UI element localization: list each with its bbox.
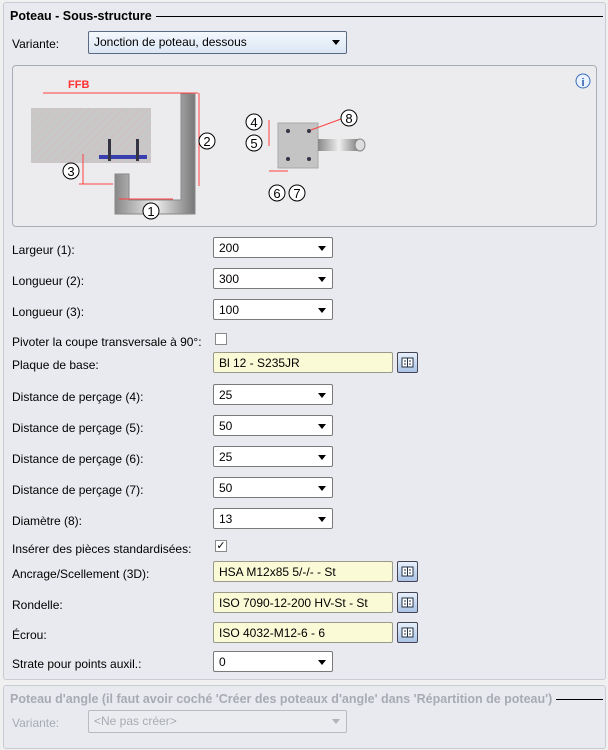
field-value: 0: [219, 655, 226, 669]
section-title-text: Poteau - Sous-structure: [10, 9, 152, 23]
field-label: Longueur (2):: [12, 274, 85, 288]
field-value: ISO 4032-M12-6 - 6: [219, 626, 326, 640]
field-value: 25: [219, 388, 233, 402]
field-value: 200: [219, 241, 240, 255]
catalog-book-button[interactable]: [397, 352, 418, 373]
catalog-book-button[interactable]: [397, 622, 418, 643]
variant-value: <Ne pas créer>: [94, 714, 177, 728]
field-label: Pivoter la coupe transversale à 90°:: [12, 335, 202, 349]
chevron-down-icon: [318, 455, 326, 460]
section-title: Poteau d'angle (il faut avoir coché 'Cré…: [10, 692, 603, 706]
catalog-book-button[interactable]: [397, 561, 418, 582]
marker-4: 4: [250, 115, 257, 130]
field-value: ISO 7090-12-200 HV-St - St: [219, 596, 368, 610]
marker-5: 5: [250, 136, 257, 151]
section-poteau-angle: Poteau d'angle (il faut avoir coché 'Cré…: [3, 685, 606, 749]
field-select[interactable]: 25: [213, 384, 333, 405]
field-label: Insérer des pièces standardisées:: [12, 542, 192, 556]
field-checkbox[interactable]: ✓: [215, 540, 227, 552]
field-value: 13: [219, 512, 233, 526]
ffb-label: FFB: [68, 79, 89, 91]
chevron-down-icon: [318, 277, 326, 282]
chevron-down-icon: [332, 40, 340, 45]
marker-1: 1: [147, 204, 154, 219]
book-icon: [401, 597, 414, 608]
field-select[interactable]: 200: [213, 237, 333, 258]
chevron-down-icon: [318, 517, 326, 522]
field-select[interactable]: 0: [213, 651, 333, 672]
field-label: Ancrage/Scellement (3D):: [12, 567, 150, 581]
marker-7: 7: [293, 186, 300, 201]
field-label: Distance de perçage (4):: [12, 390, 144, 404]
field-label: Longueur (3):: [12, 305, 85, 319]
field-lookup-input[interactable]: Bl 12 - S235JR: [213, 352, 393, 373]
field-lookup-input[interactable]: ISO 4032-M12-6 - 6: [213, 622, 393, 643]
field-select[interactable]: 50: [213, 477, 333, 498]
field-select[interactable]: 13: [213, 508, 333, 529]
field-label: Largeur (1):: [12, 243, 75, 257]
field-label: Écrou:: [12, 628, 47, 642]
field-select[interactable]: 100: [213, 299, 333, 320]
variant-value: Jonction de poteau, dessous: [94, 35, 247, 49]
chevron-down-icon: [318, 486, 326, 491]
field-select[interactable]: 50: [213, 415, 333, 436]
marker-2: 2: [203, 134, 210, 149]
chevron-down-icon: [318, 660, 326, 665]
section-title-text: Poteau d'angle (il faut avoir coché 'Cré…: [10, 692, 553, 706]
info-icon[interactable]: i: [575, 73, 591, 89]
marker-8: 8: [345, 111, 352, 126]
variant-label: Variante:: [12, 37, 60, 51]
field-label: Diamètre (8):: [12, 514, 83, 528]
field-value: 50: [219, 419, 233, 433]
field-value: 300: [219, 272, 240, 286]
field-label: Distance de perçage (7):: [12, 483, 144, 497]
field-checkbox[interactable]: [215, 333, 227, 345]
field-label: Distance de perçage (5):: [12, 421, 144, 435]
diagram-panel: FFB 1 2 3 4 5 6 7 8: [12, 65, 597, 227]
field-value: 50: [219, 481, 233, 495]
field-select[interactable]: 300: [213, 268, 333, 289]
marker-3: 3: [67, 164, 74, 179]
corner-variant-select[interactable]: <Ne pas créer>: [88, 710, 347, 733]
svg-text:i: i: [581, 77, 584, 89]
chevron-down-icon: [318, 308, 326, 313]
base-plate-top-view: [277, 122, 319, 169]
chevron-down-icon: [318, 246, 326, 251]
concrete-slab: [31, 108, 151, 163]
field-label: Rondelle:: [12, 598, 63, 612]
chevron-down-icon: [332, 719, 340, 724]
marker-6: 6: [273, 186, 280, 201]
field-lookup-input[interactable]: HSA M12x85 5/-/- - St: [213, 561, 393, 582]
chevron-down-icon: [318, 424, 326, 429]
variant-select[interactable]: Jonction de poteau, dessous: [88, 31, 347, 54]
chevron-down-icon: [318, 393, 326, 398]
book-icon: [401, 627, 414, 638]
section-title: Poteau - Sous-structure: [10, 9, 603, 23]
substructure-diagram: FFB 1 2 3 4 5 6 7 8: [31, 73, 591, 220]
section-sous-structure: Poteau - Sous-structure Variante: Joncti…: [3, 2, 606, 680]
field-label: Plaque de base:: [12, 358, 99, 372]
field-label: Strate pour points auxil.:: [12, 657, 142, 671]
catalog-book-button[interactable]: [397, 592, 418, 613]
field-value: 25: [219, 450, 233, 464]
book-icon: [401, 566, 414, 577]
field-value: HSA M12x85 5/-/- - St: [219, 565, 336, 579]
column-profile: [114, 93, 196, 215]
field-select[interactable]: 25: [213, 446, 333, 467]
field-lookup-input[interactable]: ISO 7090-12-200 HV-St - St: [213, 592, 393, 613]
field-label: Distance de perçage (6):: [12, 452, 144, 466]
field-value: Bl 12 - S235JR: [219, 356, 300, 370]
variant-label: Variante:: [12, 716, 60, 730]
book-icon: [401, 357, 414, 368]
field-value: 100: [219, 303, 240, 317]
